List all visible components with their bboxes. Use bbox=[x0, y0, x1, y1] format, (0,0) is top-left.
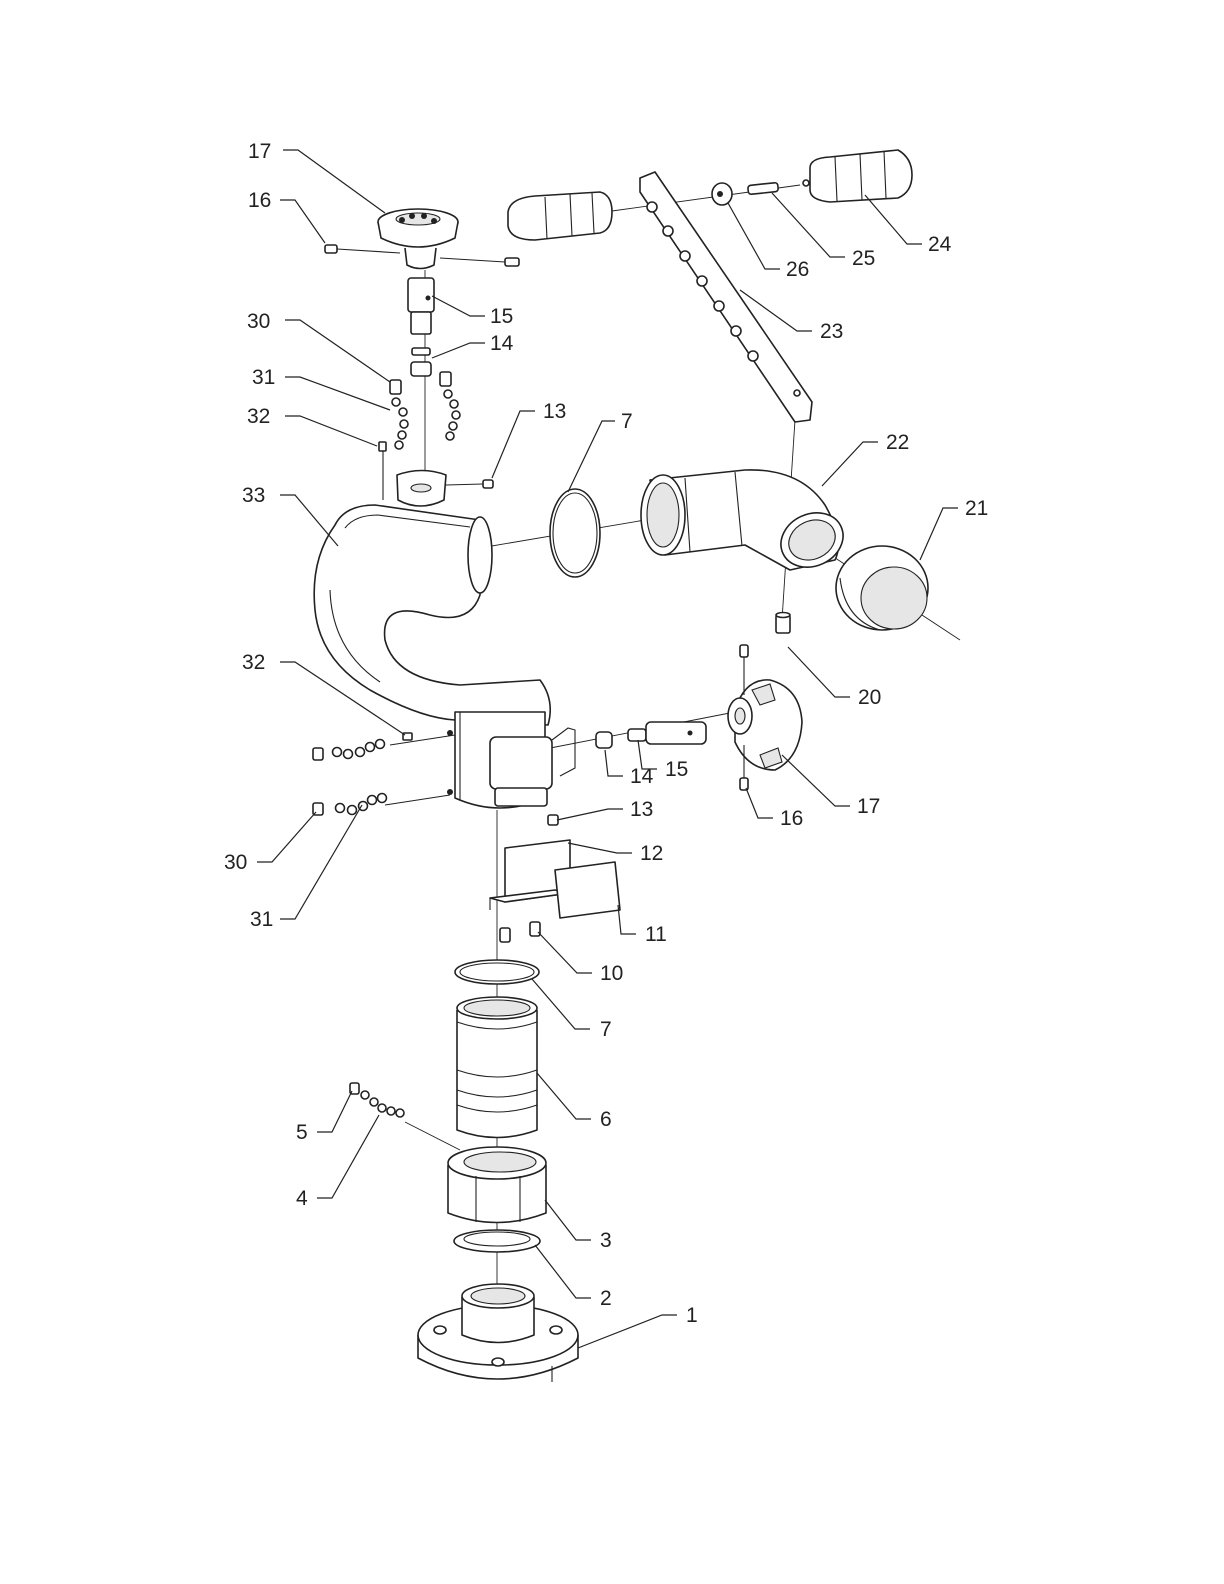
callout-21: 21 bbox=[965, 497, 988, 520]
elbow-22 bbox=[641, 470, 852, 577]
callout-32-lower: 32 bbox=[242, 651, 265, 674]
top-handwheel-17 bbox=[378, 209, 458, 269]
callout-16-lower: 16 bbox=[780, 807, 803, 830]
callout-6: 6 bbox=[600, 1108, 612, 1131]
callout-20: 20 bbox=[858, 686, 881, 709]
callout-4: 4 bbox=[296, 1187, 308, 1210]
callout-7-top: 7 bbox=[621, 410, 633, 433]
name-plate-11 bbox=[555, 862, 620, 918]
bushing-26 bbox=[712, 183, 732, 205]
flange-base-1 bbox=[418, 1284, 578, 1382]
callout-13-top: 13 bbox=[543, 400, 566, 423]
callout-10: 10 bbox=[600, 962, 623, 985]
side-handwheel-17 bbox=[728, 680, 802, 770]
screw-20 bbox=[776, 613, 790, 634]
nipple-6 bbox=[457, 997, 537, 1138]
ring-21 bbox=[836, 546, 928, 630]
top-bushing-14 bbox=[411, 348, 431, 376]
callout-26: 26 bbox=[786, 258, 809, 281]
callout-14-top: 14 bbox=[490, 332, 514, 355]
o-ring-7-upper bbox=[550, 489, 600, 577]
callout-31-top: 31 bbox=[252, 366, 275, 389]
callout-12: 12 bbox=[640, 842, 663, 865]
callout-23: 23 bbox=[820, 320, 843, 343]
callout-32-top: 32 bbox=[247, 405, 270, 428]
gasket-2 bbox=[454, 1230, 540, 1252]
callout-2: 2 bbox=[600, 1287, 612, 1310]
callout-30-top: 30 bbox=[247, 310, 270, 333]
side-shaft-15 bbox=[628, 722, 706, 744]
callout-33: 33 bbox=[242, 484, 265, 507]
swivel-nut-3 bbox=[448, 1147, 546, 1223]
callout-1: 1 bbox=[686, 1304, 698, 1327]
grip-24-right bbox=[803, 150, 912, 202]
callout-24: 24 bbox=[928, 233, 952, 256]
callout-3: 3 bbox=[600, 1229, 612, 1252]
callout-13-lower: 13 bbox=[630, 798, 653, 821]
callout-30-lower: 30 bbox=[224, 851, 247, 874]
callout-31-lower: 31 bbox=[250, 908, 273, 931]
top-shaft-15 bbox=[408, 278, 434, 334]
callout-15-top: 15 bbox=[490, 305, 513, 328]
callout-22: 22 bbox=[886, 431, 909, 454]
screws-10 bbox=[500, 922, 540, 942]
callout-16-top: 16 bbox=[248, 189, 271, 212]
screw-13-lower bbox=[548, 815, 558, 825]
o-ring-7-lower bbox=[455, 960, 539, 984]
base-chain-4-5 bbox=[350, 1083, 404, 1117]
callout-11: 11 bbox=[645, 923, 667, 946]
callout-5: 5 bbox=[296, 1121, 308, 1144]
callout-15-lower: 15 bbox=[665, 758, 688, 781]
main-body-33 bbox=[314, 471, 575, 809]
pin-25 bbox=[748, 182, 779, 194]
callout-7-lower: 7 bbox=[600, 1018, 612, 1041]
callout-17-lower: 17 bbox=[857, 795, 880, 818]
side-bushing-14 bbox=[596, 732, 612, 748]
callout-14-lower: 14 bbox=[630, 765, 654, 788]
grip-24-left bbox=[508, 192, 612, 240]
callout-25: 25 bbox=[852, 247, 875, 270]
callout-17-top: 17 bbox=[248, 140, 271, 163]
